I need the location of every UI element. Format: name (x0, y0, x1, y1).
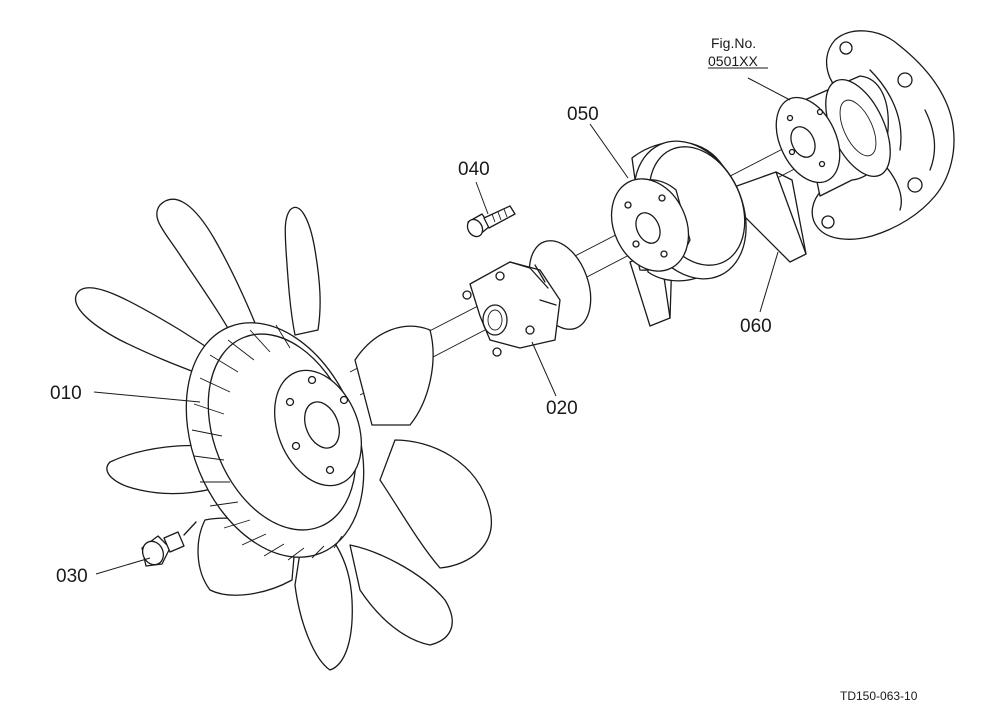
label-010: 010 (50, 383, 82, 404)
drawing-code: TD150-063-10 (840, 689, 918, 703)
figure-ref-title: Fig.No. (711, 35, 756, 51)
bolt-040 (466, 205, 516, 238)
label-050: 050 (567, 104, 599, 125)
bolt-030 (141, 521, 197, 567)
label-020: 020 (546, 398, 578, 419)
pump-hub-flange (775, 96, 841, 184)
figure-ref-number: 0501XX (708, 53, 758, 69)
cooling-fan (75, 198, 492, 671)
label-030: 030 (56, 566, 88, 587)
label-040: 040 (458, 159, 490, 180)
leader-lines (93, 67, 791, 575)
fan-drive-pulley (610, 140, 747, 282)
fan-spacer (462, 240, 592, 357)
label-060: 060 (740, 316, 772, 337)
